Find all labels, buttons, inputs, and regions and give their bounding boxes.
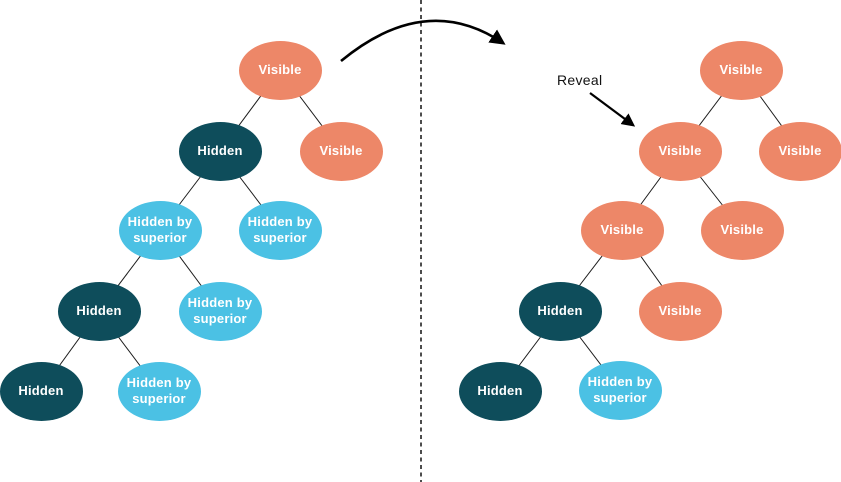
tree-node-hbs: Hidden by superior (578, 360, 662, 420)
tree-node-hidden: Hidden (458, 361, 542, 421)
reveal-label: Reveal (557, 72, 603, 88)
tree-node-hidden: Hidden (518, 281, 602, 341)
tree-node-hidden: Hidden (0, 361, 83, 421)
tree-node-visible: Visible (758, 121, 841, 181)
tree-node-visible: Visible (638, 281, 722, 341)
tree-node-visible: Visible (638, 121, 722, 181)
tree-node-hidden: Hidden (178, 121, 262, 181)
tree-node-visible: Visible (699, 40, 783, 100)
tree-node-hbs: Hidden by superior (178, 281, 262, 341)
tree-node-visible: Visible (299, 121, 383, 181)
tree-node-hbs: Hidden by superior (238, 200, 322, 260)
reveal-arrow (589, 92, 636, 127)
transform-arrow (340, 19, 506, 63)
tree-node-visible: Visible (580, 200, 664, 260)
tree-node-hbs: Hidden by superior (117, 361, 201, 421)
tree-node-visible: Visible (238, 40, 322, 100)
tree-node-visible: Visible (700, 200, 784, 260)
tree-node-hbs: Hidden by superior (118, 200, 202, 260)
tree-node-hidden: Hidden (57, 281, 141, 341)
